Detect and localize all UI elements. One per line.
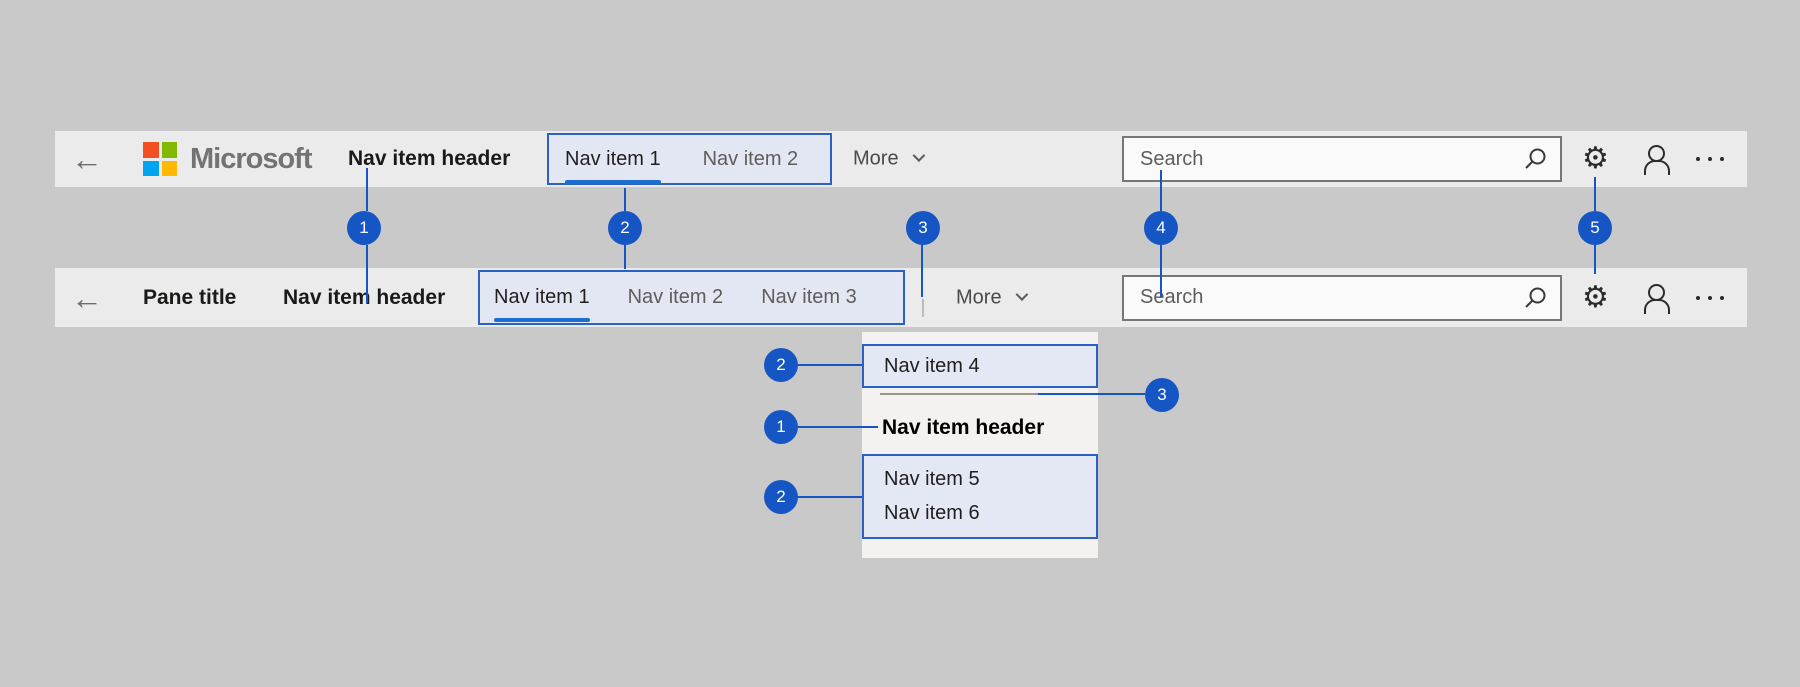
- callout-badge-menu-items56: 2: [764, 480, 798, 514]
- top-nav-items-highlight-box: Nav item 1 Nav item 2: [547, 133, 832, 185]
- ellipsis-more-icon[interactable]: [1696, 157, 1724, 161]
- microsoft-logo-text: Microsoft: [190, 142, 312, 175]
- top-more-menu-button[interactable]: More: [853, 147, 925, 171]
- pane-more-menu-button[interactable]: More: [956, 286, 1028, 309]
- more-label: More: [853, 147, 899, 170]
- callout-line-2-bottom: [624, 245, 626, 269]
- account-person-icon[interactable]: [1641, 283, 1670, 314]
- pane-nav-items-highlight-box: Nav item 1 Nav item 2 Nav item 3: [478, 270, 905, 325]
- callout-line-5-top: [1594, 177, 1596, 211]
- callout-badge-menu-header: 1: [764, 410, 798, 444]
- back-arrow-icon[interactable]: ←: [71, 141, 103, 177]
- pane-nav-item-3[interactable]: Nav item 3: [761, 286, 857, 308]
- chevron-down-icon: [1015, 287, 1028, 301]
- overflow-menu-panel: Nav item 4 Nav item header Nav item 5 Na…: [862, 332, 1098, 558]
- top-search-input[interactable]: [1124, 138, 1522, 180]
- callout-line-4-bottom: [1160, 245, 1162, 297]
- pane-nav-item-1[interactable]: Nav item 1: [494, 286, 590, 322]
- pane-nav-item-2[interactable]: Nav item 2: [627, 286, 724, 308]
- top-search-box: [1122, 136, 1562, 182]
- menu-divider: [880, 393, 1040, 395]
- pane-title-nav-bar: ← Pane title Nav item header Nav item 1 …: [55, 268, 1747, 327]
- callout-badge-menu-item4: 2: [764, 348, 798, 382]
- callout-line-1-bottom: [366, 245, 368, 303]
- nav-overflow-divider: [922, 299, 924, 317]
- callout-badge-2: 2: [608, 211, 642, 245]
- menu-nav-item-4[interactable]: Nav item 4: [884, 354, 980, 377]
- callout-line-menu-header: [797, 426, 878, 428]
- callout-line-menu-item4: [797, 364, 862, 366]
- search-icon[interactable]: [1522, 285, 1548, 311]
- top-nav-item-1[interactable]: Nav item 1: [565, 147, 661, 184]
- settings-gear-icon[interactable]: ⚙: [1582, 142, 1609, 175]
- callout-line-4-top: [1160, 170, 1162, 211]
- menu-nav-item-5[interactable]: Nav item 5: [884, 467, 980, 490]
- settings-gear-icon[interactable]: ⚙: [1582, 280, 1609, 314]
- search-icon[interactable]: [1522, 146, 1548, 172]
- back-arrow-icon[interactable]: ←: [71, 279, 103, 316]
- microsoft-logo-squares-icon: [143, 142, 177, 176]
- callout-line-2-top: [624, 188, 626, 211]
- pane-nav-item-header[interactable]: Nav item header: [283, 285, 446, 309]
- callout-badge-4: 4: [1144, 211, 1178, 245]
- pane-search-box: [1122, 274, 1562, 321]
- microsoft-logo[interactable]: Microsoft: [143, 142, 312, 176]
- callout-badge-menu-divider: 3: [1145, 378, 1179, 412]
- pane-title: Pane title: [143, 285, 237, 309]
- top-nav-item-2[interactable]: Nav item 2: [702, 147, 799, 170]
- callout-badge-5: 5: [1578, 211, 1612, 245]
- chevron-down-icon: [912, 149, 925, 162]
- top-nav-item-header[interactable]: Nav item header: [348, 147, 511, 170]
- callout-line-1-top: [366, 168, 368, 211]
- callout-line-5-bottom: [1594, 245, 1596, 274]
- more-label: More: [956, 286, 1002, 308]
- pane-search-input[interactable]: [1124, 276, 1522, 319]
- menu-items-highlight-box: Nav item 5 Nav item 6: [862, 454, 1098, 539]
- callout-line-menu-divider: [1038, 393, 1145, 395]
- menu-nav-item-header: Nav item header: [882, 416, 1045, 439]
- top-nav-bar: ← Microsoft Nav item header Nav item 1 N…: [55, 131, 1747, 187]
- callout-line-3-bottom: [921, 245, 923, 297]
- callout-badge-1: 1: [347, 211, 381, 245]
- ellipsis-more-icon[interactable]: [1696, 295, 1724, 300]
- callout-badge-3: 3: [906, 211, 940, 245]
- menu-nav-item-6[interactable]: Nav item 6: [884, 502, 980, 525]
- callout-line-menu-items56: [797, 496, 862, 498]
- account-person-icon[interactable]: [1641, 144, 1670, 175]
- menu-item-highlight-box: Nav item 4: [862, 344, 1098, 388]
